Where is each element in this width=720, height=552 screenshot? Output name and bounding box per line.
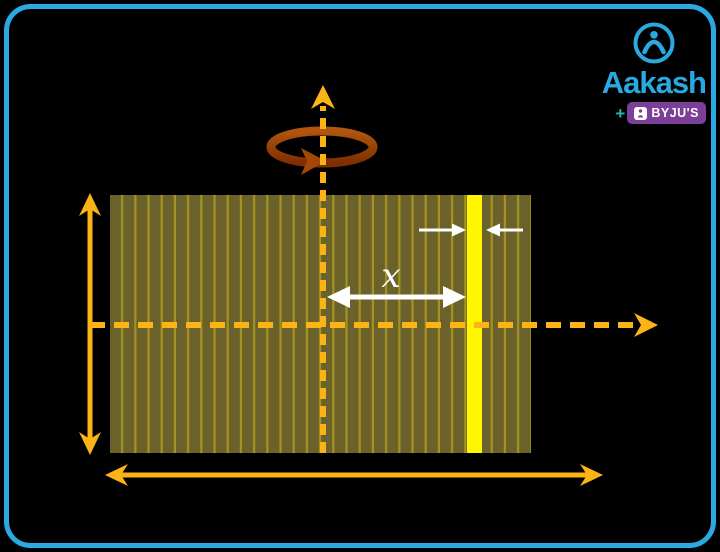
distance-arrow xyxy=(327,286,466,308)
byjus-icon xyxy=(634,106,648,120)
horizontal-axis-line xyxy=(90,313,658,337)
rotation-axis-line xyxy=(311,85,335,453)
brand-name: Aakash xyxy=(601,65,707,100)
distance-label: x xyxy=(381,256,400,296)
height-dimension-arrow xyxy=(79,193,101,455)
byjus-badge-row: + BYJU'S xyxy=(615,102,706,124)
thickness-arrow-right xyxy=(486,223,523,237)
frame-border xyxy=(4,4,716,548)
aakash-torch-icon xyxy=(633,22,675,64)
thickness-arrow-left xyxy=(419,223,466,237)
byjus-badge: BYJU'S xyxy=(627,102,706,124)
partner-name: BYJU'S xyxy=(651,105,699,120)
width-dimension-arrow xyxy=(105,464,603,486)
plus-sign: + xyxy=(615,103,626,123)
brand-logo: Aakash + BYJU'S xyxy=(601,21,707,124)
